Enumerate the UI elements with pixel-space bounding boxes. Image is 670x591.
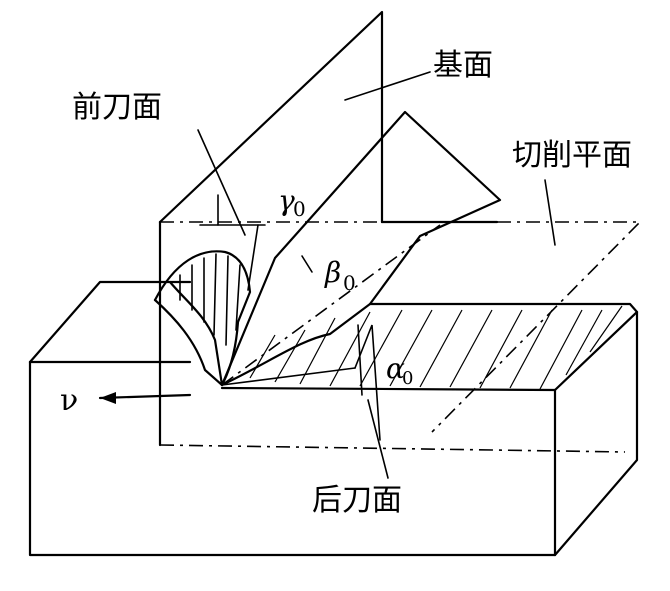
label-flank-face: 后刀面: [312, 483, 402, 518]
leader-lines: [197, 71, 556, 479]
label-cutting-plane: 切削平面: [512, 138, 632, 173]
base-plane: [158, 10, 626, 453]
machined-surface-hatch: [249, 305, 623, 390]
label-base-plane: 基面: [433, 48, 493, 83]
svg-text:0: 0: [293, 197, 306, 221]
workpiece-block: [28, 280, 639, 557]
label-rake-angle: γ 0: [278, 184, 306, 221]
angle-marks: [199, 194, 363, 396]
svg-text:γ: γ: [278, 184, 295, 217]
flank-face: [221, 324, 381, 441]
label-velocity: ν: [60, 383, 78, 418]
svg-text:0: 0: [402, 368, 413, 389]
label-wedge-angle: β 0: [324, 256, 356, 295]
label-rake-face: 前刀面: [72, 90, 162, 125]
chip: [153, 250, 252, 387]
svg-text:β: β: [324, 256, 341, 289]
rake-face: [220, 110, 502, 387]
label-clearance-angle: α 0: [386, 352, 413, 389]
velocity-arrow: [98, 392, 192, 404]
svg-text:0: 0: [343, 271, 356, 295]
cutting-plane: [380, 220, 642, 433]
svg-text:α: α: [386, 352, 405, 385]
